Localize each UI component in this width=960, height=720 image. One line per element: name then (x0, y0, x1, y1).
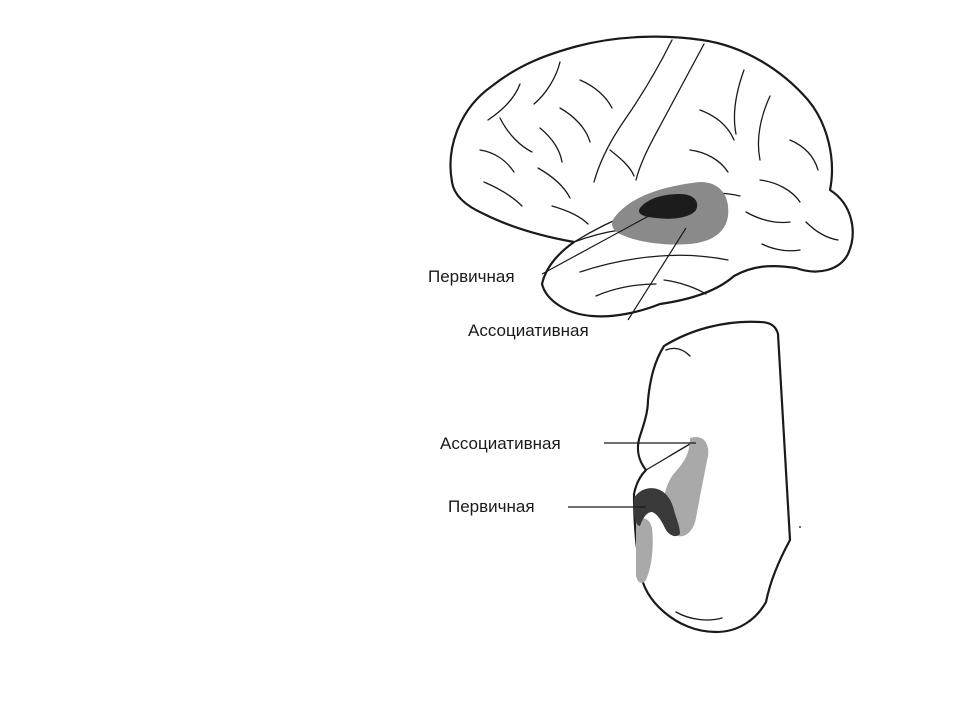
coronal-inner-sulcus (645, 443, 691, 471)
coronal-section-outline (632, 320, 792, 634)
lateral-primary-area (638, 194, 698, 219)
coronal-primary-label: Первичная (448, 497, 535, 516)
lateral-primary-leader (541, 211, 657, 275)
cortical-sulci (479, 39, 839, 297)
lateral-primary-label: Первичная (428, 267, 515, 286)
lateral-associative-label: Ассоциативная (468, 321, 589, 340)
coronal-associative-lower (636, 518, 653, 583)
coronal-primary-area (633, 488, 680, 537)
lateral-brain-view: Первичная Ассоциативная (428, 35, 854, 340)
brain-hemisphere-outline (449, 35, 854, 318)
stray-dot (799, 526, 801, 528)
coronal-bottom-detail (675, 611, 723, 621)
coronal-associative-label: Ассоциативная (440, 434, 561, 453)
coronal-edge-detail (665, 347, 691, 357)
coronal-associative-area (663, 436, 709, 537)
coronal-section-view: Ассоциативная Первичная (440, 320, 792, 634)
lateral-associative-leader (627, 227, 687, 321)
